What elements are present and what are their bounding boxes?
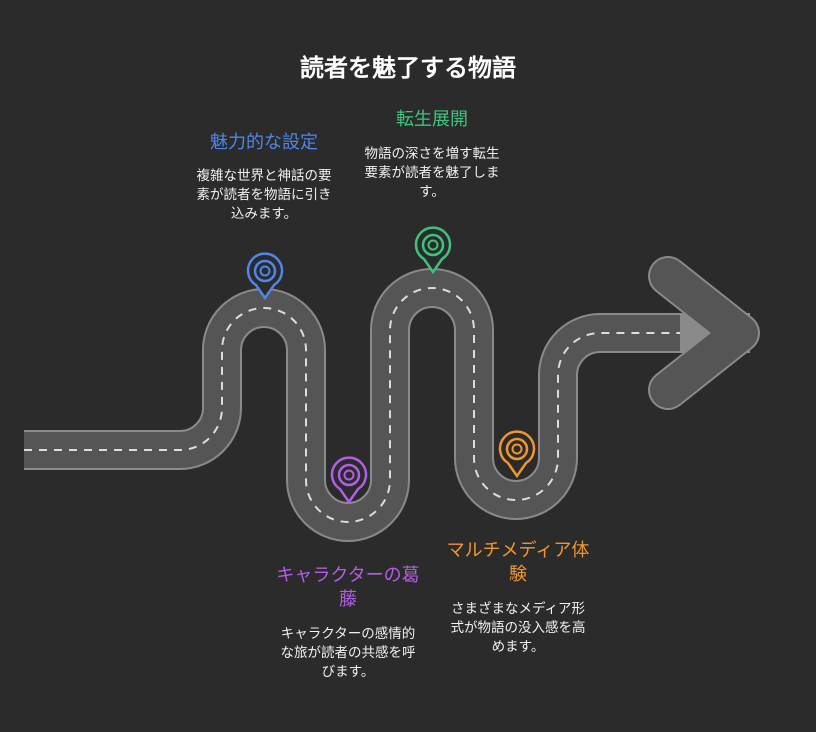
map-pin-icon xyxy=(246,252,284,300)
milestone-title: マルチメディア体験 xyxy=(446,540,590,585)
milestone-description: キャラクターの感情的な旅が読者の共感を呼びます。 xyxy=(280,626,416,680)
milestone-title: キャラクターの葛藤 xyxy=(276,565,420,610)
road-surface xyxy=(24,270,680,540)
milestone-description: 複雑な世界と神話の要素が読者を物語に引き込みます。 xyxy=(196,168,332,222)
map-pin-icon xyxy=(330,456,368,504)
map-pin-icon xyxy=(498,430,536,478)
arrow-head xyxy=(650,258,758,408)
milestone-description: さまざまなメディア形式が物語の没入感を高めます。 xyxy=(450,601,586,655)
map-pin-icon xyxy=(414,226,452,274)
milestone-title: 転生展開 xyxy=(396,109,468,130)
milestone-title: 魅力的な設定 xyxy=(210,132,318,153)
diagram-title: 読者を魅了する物語 xyxy=(300,54,516,82)
milestone-description: 物語の深さを増す転生要素が読者を魅了します。 xyxy=(364,146,500,200)
